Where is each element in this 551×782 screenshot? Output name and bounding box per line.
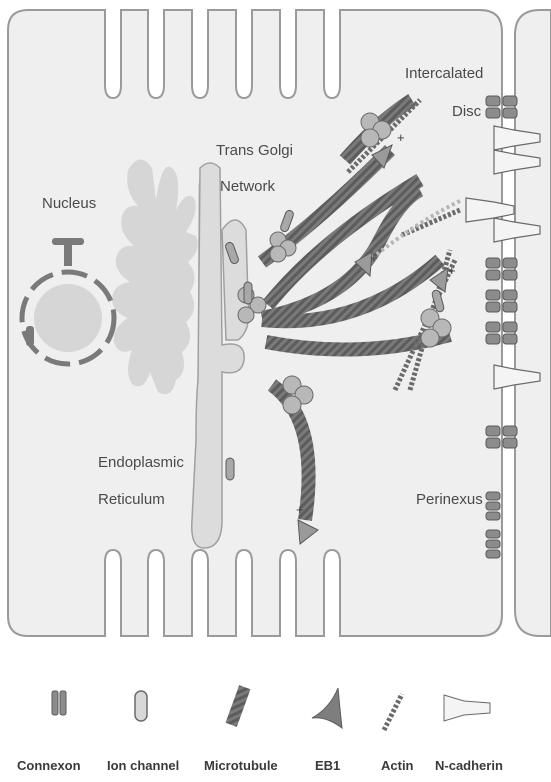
intercalated-disc-label-line2: Disc <box>452 103 482 120</box>
ion-channel <box>226 458 234 480</box>
legend-label: Actin <box>381 758 414 773</box>
legend-label: Connexon <box>17 758 81 773</box>
intercalated-disc-label: Intercalated <box>405 65 483 82</box>
nucleus-label: Nucleus <box>42 195 96 212</box>
n-cadherin <box>466 198 514 222</box>
ion-channel <box>244 282 252 304</box>
legend: Connexon Ion channel Microtubule EB1 Act… <box>17 685 503 773</box>
plus-end-label: + <box>448 263 456 278</box>
legend-label: Ion channel <box>107 758 179 773</box>
neighbor-cell <box>515 10 551 636</box>
eb1-icon <box>312 688 342 728</box>
er-label: Endoplasmic <box>98 454 184 471</box>
legend-label: EB1 <box>315 758 340 773</box>
plus-end-label: + <box>370 250 378 265</box>
n-cadherin-icon <box>444 695 490 721</box>
legend-label: N-cadherin <box>435 758 503 773</box>
plus-end-label: + <box>397 130 405 145</box>
perinexus-label: Perinexus <box>416 491 483 508</box>
ion-channel-icon <box>135 691 147 721</box>
trans-golgi-label-line2: Network <box>220 178 276 195</box>
actin-icon <box>384 694 402 730</box>
trans-golgi-label: Trans Golgi <box>216 142 293 159</box>
plus-end-label: + <box>296 502 304 517</box>
connexon-icon <box>52 691 66 715</box>
legend-label: Microtubule <box>204 758 278 773</box>
microtubule-icon <box>226 685 251 727</box>
er-label-line2: Reticulum <box>98 491 165 508</box>
